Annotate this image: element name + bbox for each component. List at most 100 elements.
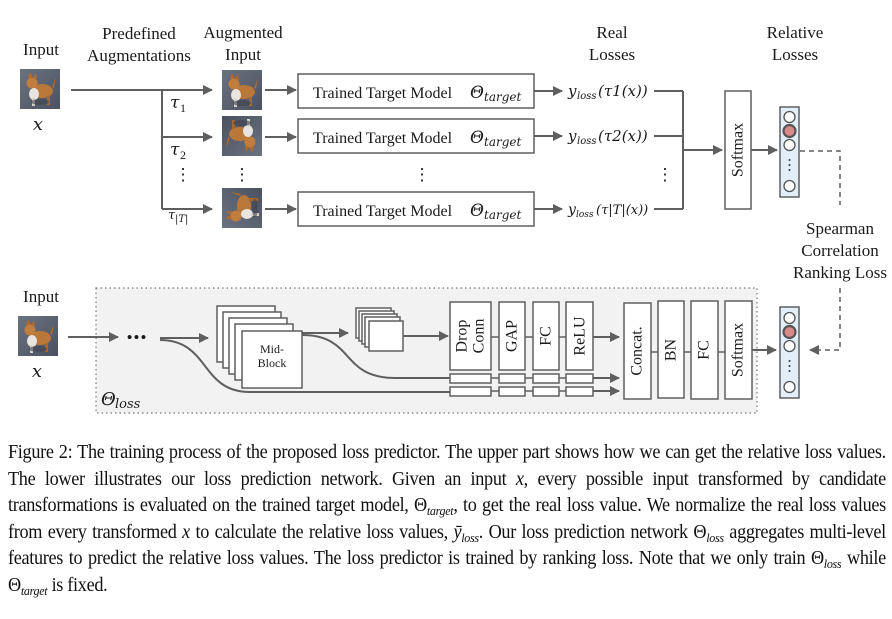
gap-label: GAP: [504, 320, 521, 352]
relative-losses-line1: Relative: [767, 23, 824, 42]
real-loss-ellipsis: ⋮: [657, 165, 674, 184]
loss-predictor-diagram: Input x Predefined Augmentations Augment…: [18, 23, 887, 414]
theta-loss-label: Θ loss: [101, 389, 141, 412]
svg-text:Θ: Θ: [101, 389, 116, 410]
caption-text-1: Figure 2: The training process of the pr…: [8, 442, 886, 490]
transform-tau2: τ 2: [170, 140, 186, 162]
lower-softmax-block: [724, 300, 753, 400]
svg-text:Θ: Θ: [470, 128, 484, 148]
svg-text:loss: loss: [576, 210, 594, 220]
caption-text-3: , to get the real loss value. We normali…: [8, 495, 886, 543]
svg-text:Softmax: Softmax: [730, 123, 747, 177]
augmented-image-2: [222, 116, 262, 156]
feature-map-stack: [355, 307, 404, 352]
augmented-image-3: [222, 188, 262, 228]
caption-loss-sub-3: loss: [823, 556, 842, 571]
caption-target-sub: target: [426, 503, 454, 518]
caption-ybar: ȳ: [453, 521, 462, 543]
model-ellipsis: ⋮: [414, 165, 431, 184]
upper-input-image: [20, 69, 60, 109]
target-model-box-3: Trained Target Model Θ target: [297, 191, 535, 227]
lower-input-image: [18, 316, 58, 356]
fc-label: FC: [538, 326, 555, 346]
svg-text:y: y: [567, 127, 577, 145]
svg-text:|T|: |T|: [175, 214, 188, 225]
mid-block-stack: [216, 305, 303, 389]
real-loss-T: y loss (τ|T|(x)): [567, 202, 648, 220]
spearman-link-upper: [800, 150, 841, 205]
svg-text:target: target: [484, 90, 521, 104]
augmented-image-1: [222, 70, 262, 110]
lower-input-var: x: [32, 361, 42, 382]
caption-loss-sub-2: loss: [706, 529, 724, 545]
svg-text:(τ1(x)): (τ1(x)): [598, 82, 648, 100]
head-connectors: [491, 336, 566, 392]
merge-lines: [654, 90, 723, 210]
svg-text:target: target: [484, 135, 521, 149]
upper-input-label: Input: [23, 40, 59, 59]
lower-softmax-label: Softmax: [730, 323, 747, 377]
concat-input-arrows: [593, 332, 620, 396]
target-model-box-1: Trained Target Model Θ target: [297, 73, 535, 109]
lower-ellipsis: •••: [127, 328, 148, 347]
caption-text-6: aggregates multi-level features to predi…: [8, 521, 886, 570]
multi-level-branch-blocks: [449, 373, 594, 397]
target-model-box-2: Trained Target Model Θ target: [297, 118, 535, 154]
augment-header-line1: Predefined: [102, 24, 176, 43]
dropconn-label-line2: Conn: [471, 319, 488, 354]
upper-input-var: x: [33, 114, 43, 135]
augment-header-line2: Augmentations: [87, 46, 191, 65]
real-losses-line2: Losses: [589, 45, 635, 64]
svg-text:Trained Target Model: Trained Target Model: [313, 203, 453, 220]
bn-label: BN: [663, 338, 680, 361]
caption-loss-sub: loss: [461, 529, 479, 545]
lower-input-label: Input: [23, 287, 59, 306]
caption-text-2: , every possible input transformed by ca…: [8, 468, 886, 517]
caption-math-x: x: [515, 468, 524, 490]
caption-theta-2: Θ: [693, 521, 707, 543]
dropconn-label-line1: Drop: [454, 320, 471, 353]
real-loss-2: y loss (τ2(x)): [567, 127, 648, 147]
relu-label: ReLU: [572, 316, 589, 356]
concat-block: [623, 302, 652, 400]
svg-text:Trained Target Model: Trained Target Model: [313, 130, 453, 147]
transform-tau-T: τ |T|: [168, 208, 188, 225]
caption-theta: Θ: [414, 495, 427, 516]
mid-block-line2: Block: [258, 356, 287, 370]
fc-block: [532, 301, 560, 371]
svg-text:loss: loss: [115, 397, 141, 412]
svg-text:τ: τ: [168, 208, 176, 223]
upper-softmax-box: Softmax: [724, 90, 752, 210]
caption-text-7: while: [841, 548, 886, 569]
caption-text-8: is fixed.: [47, 574, 108, 596]
figure-caption: Figure 2: The training process of the pr…: [8, 440, 886, 599]
caption-theta-4: Θ: [8, 574, 21, 596]
augmentation-branches: [71, 85, 213, 214]
caption-math-x2: x: [182, 521, 190, 543]
augmented-header-line1: Augmented: [203, 23, 283, 42]
spearman-line3: Ranking Loss: [793, 263, 887, 282]
caption-theta-3: Θ: [810, 548, 824, 569]
caption-text-4: to calculate the relative loss values,: [189, 521, 454, 543]
svg-text:τ: τ: [170, 93, 180, 113]
fc2-block: [690, 300, 719, 400]
augmented-ellipsis: ⋮: [234, 165, 251, 184]
svg-text:Θ: Θ: [470, 83, 484, 103]
model-input-arrows: [265, 85, 297, 214]
caption-text-5: . Our loss prediction network: [478, 521, 694, 543]
relu-block: [565, 301, 594, 371]
relative-losses-line2: Losses: [772, 45, 818, 64]
spearman-line1: Spearman: [806, 219, 874, 238]
caption-target-sub-2: target: [20, 582, 48, 598]
svg-text:2: 2: [180, 148, 186, 162]
svg-text:Trained Target Model: Trained Target Model: [313, 85, 453, 102]
svg-text:Θ: Θ: [470, 201, 484, 221]
spearman-link-lower: [809, 288, 841, 355]
svg-text:(τ2(x)): (τ2(x)): [598, 127, 648, 145]
svg-text:τ: τ: [170, 140, 180, 160]
bn-block: [657, 300, 685, 399]
svg-text:y: y: [567, 202, 577, 218]
spearman-line2: Correlation: [801, 241, 879, 260]
svg-text:loss: loss: [577, 91, 596, 102]
svg-text:loss: loss: [577, 136, 596, 147]
